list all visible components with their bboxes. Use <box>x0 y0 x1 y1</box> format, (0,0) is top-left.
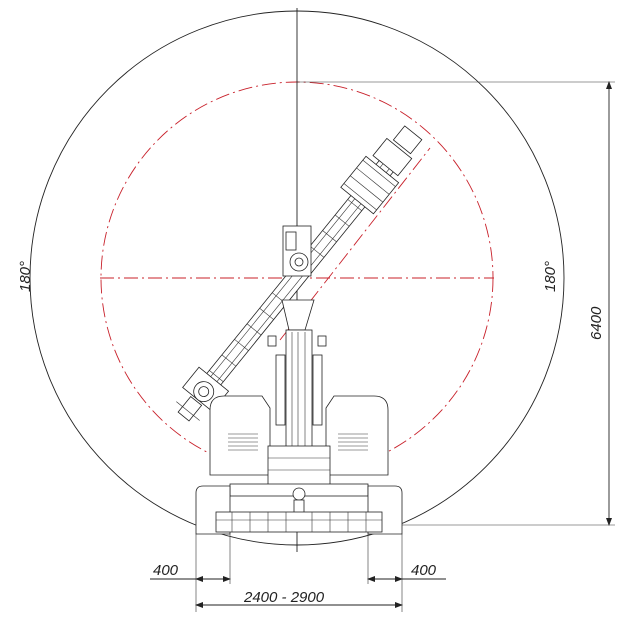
left-housing <box>209 395 271 476</box>
width-extension-lines <box>195 534 403 612</box>
undercarriage <box>195 485 403 535</box>
height-label: 6400 <box>588 306 605 340</box>
offset-left-label: 400 <box>153 562 179 579</box>
angle-right-label: 180° <box>542 261 559 292</box>
boom-column <box>267 225 327 449</box>
chassis <box>229 445 369 523</box>
width-range-label: 2400 - 2900 <box>243 589 325 606</box>
angle-left-label: 180° <box>17 261 34 292</box>
right-housing <box>325 395 389 476</box>
offset-right-label: 400 <box>411 562 437 579</box>
height-dimension-line <box>297 81 615 526</box>
